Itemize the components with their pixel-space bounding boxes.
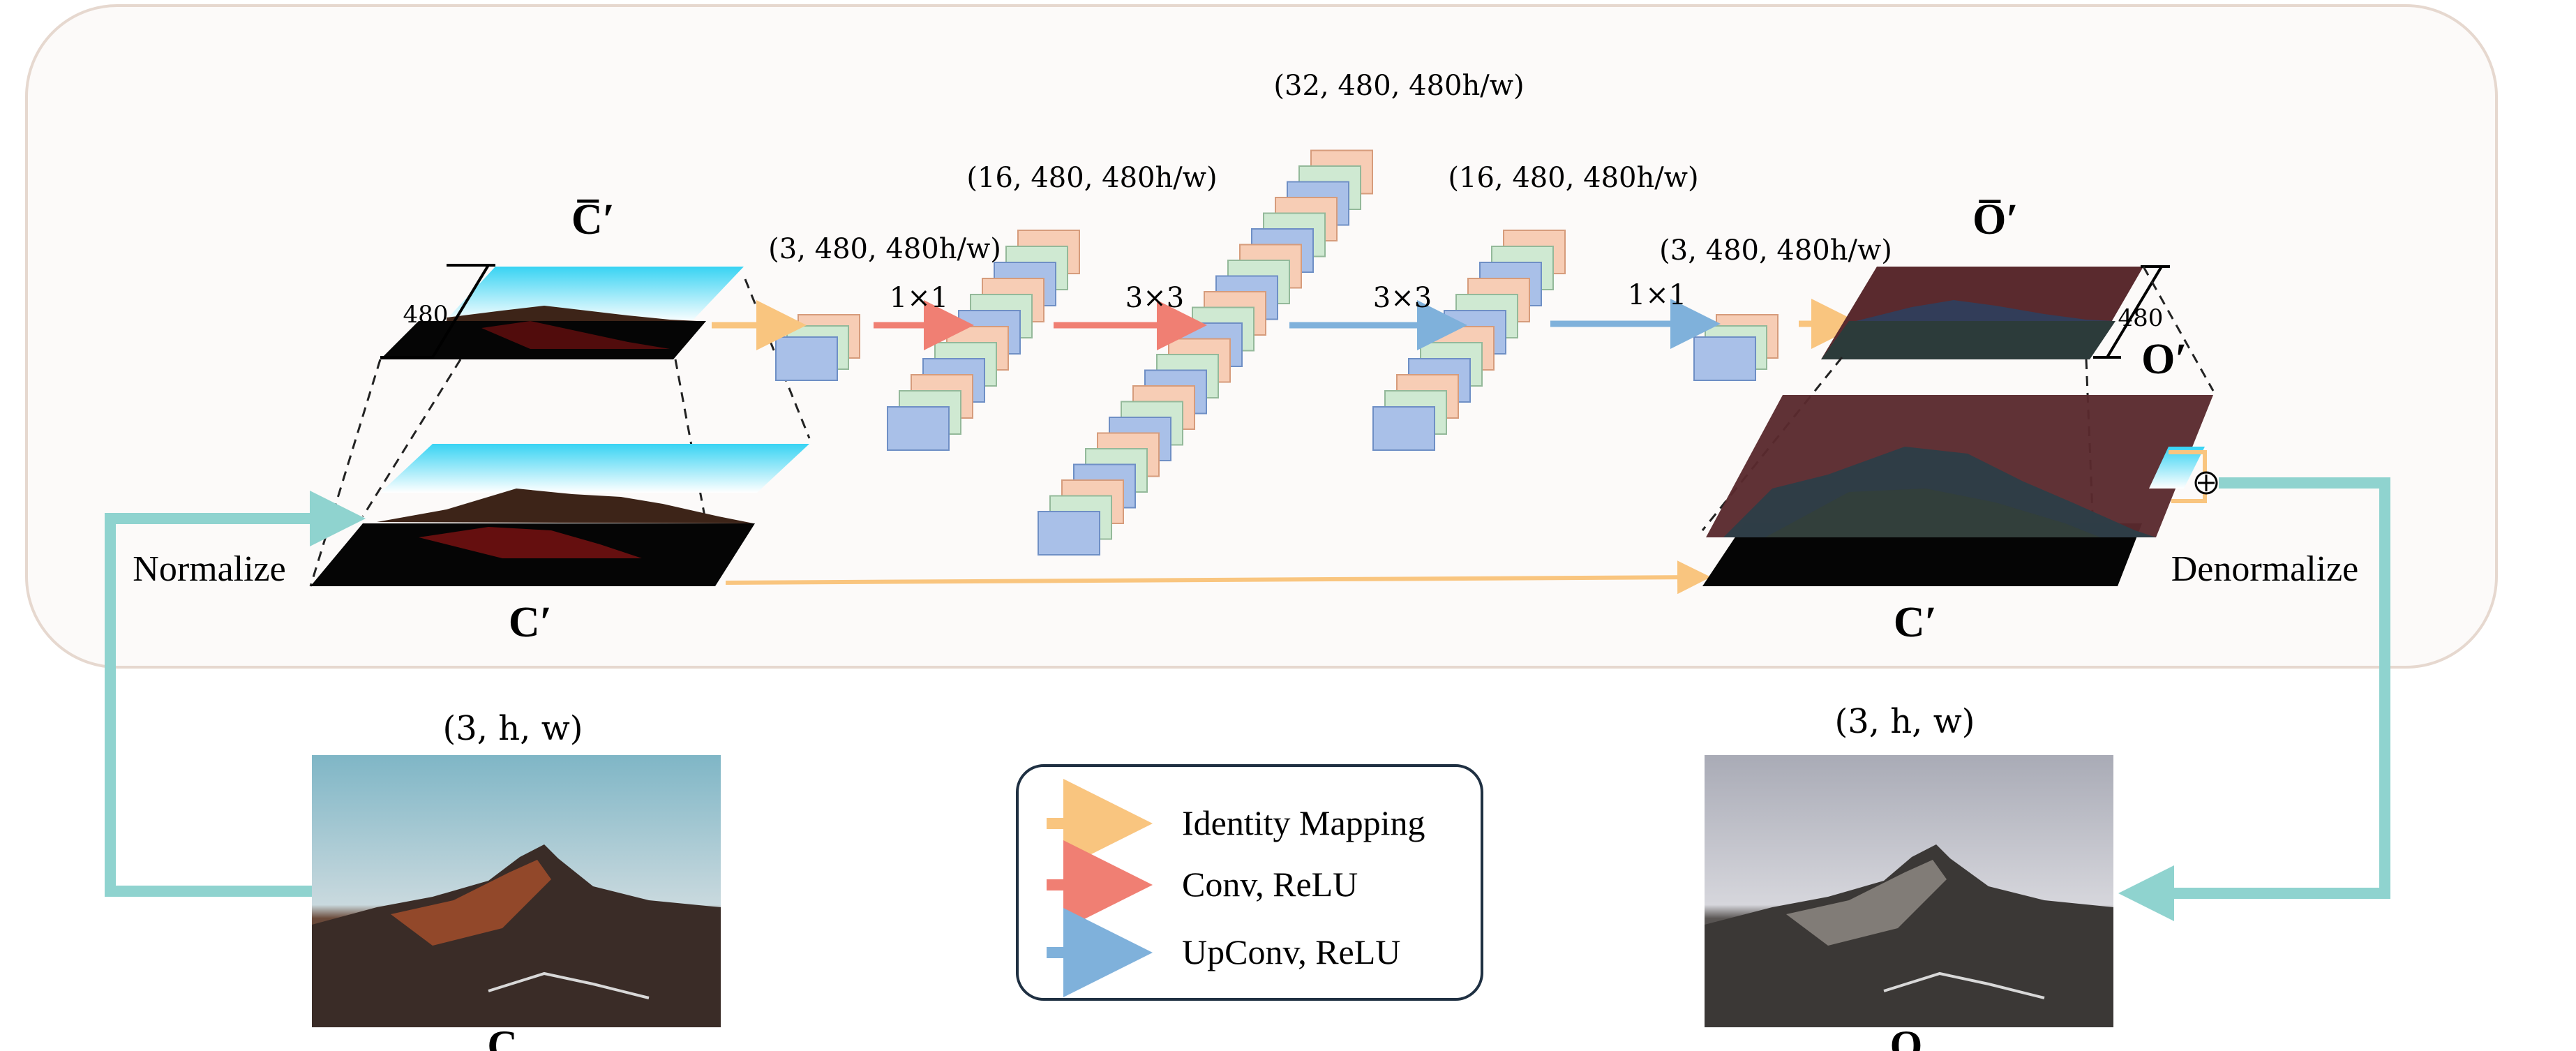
- dim-label-1: (3, 480, 480h/w): [768, 233, 1001, 265]
- denormalize-label: Denormalize: [2171, 549, 2359, 589]
- kernel-label-2: 3×3: [1125, 282, 1184, 314]
- o-label: O: [1890, 1022, 1923, 1051]
- kernel-label-4: 1×1: [1628, 279, 1686, 311]
- teal-flow-lines: [105, 477, 2390, 921]
- feature-map-card: [1372, 406, 1435, 451]
- output-photo: [1705, 755, 2113, 1027]
- size-label-right: 480: [2118, 304, 2164, 332]
- stage-arrows: [712, 299, 1862, 595]
- normalize-label: Normalize: [133, 549, 285, 589]
- feature-map-card: [1038, 511, 1100, 556]
- c-label: C: [487, 1022, 517, 1051]
- left-input-stack: C̅′ 480 Normalize C′: [133, 196, 811, 646]
- c-bar-prime-title: C̅′: [571, 196, 615, 244]
- c-prime-left-label: C′: [509, 599, 552, 646]
- size-label-left: 480: [403, 301, 449, 329]
- legend-label-upconv: UpConv, ReLU: [1182, 932, 1400, 971]
- legend-item-upconv: UpConv, ReLU: [1047, 908, 1400, 997]
- dim-label-5: (3, 480, 480h/w): [1659, 234, 1892, 267]
- stack-4: [1372, 230, 1566, 451]
- legend-label-identity: Identity Mapping: [1182, 803, 1425, 842]
- legend-label-conv: Conv, ReLU: [1182, 865, 1358, 904]
- input-photo: [312, 755, 721, 1027]
- identity-skip-arrow: [725, 560, 1711, 595]
- right-output-stack: O̅′ 480 O′ Denormalize C′: [1701, 196, 2359, 646]
- legend: Identity Mapping Conv, ReLU UpConv, ReLU: [1016, 764, 1483, 1001]
- normalize-flow: [105, 491, 366, 897]
- legend-item-conv: Conv, ReLU: [1047, 840, 1358, 930]
- c-prime-right-label: C′: [1894, 599, 1937, 646]
- dim-label-2: (16, 480, 480h/w): [966, 162, 1217, 194]
- c-prime-right-plane: [1702, 523, 2142, 586]
- dim-label-4: (16, 480, 480h/w): [1448, 162, 1698, 194]
- stack-2: [887, 230, 1080, 451]
- kernel-label-1: 1×1: [890, 282, 948, 314]
- denormalize-sky-sliver: [2149, 447, 2205, 489]
- o-bar-prime-thumbnail: [1821, 265, 2170, 359]
- feature-map-card: [1693, 336, 1756, 381]
- c-bar-prime-thumbnail: [380, 264, 744, 359]
- feature-map-card: [775, 336, 838, 381]
- feature-map-card: [887, 406, 950, 451]
- o-bar-prime-title: O̅′: [1972, 196, 2019, 244]
- denormalize-flow: [2118, 477, 2390, 921]
- dim-label-3: (32, 480, 480h/w): [1273, 70, 1524, 102]
- input-dim-label: (3, h, w): [442, 709, 583, 748]
- c-prime-full: [310, 444, 809, 586]
- legend-item-identity: Identity Mapping: [1047, 779, 1425, 868]
- o-prime-label: O′: [2141, 336, 2187, 383]
- output-dim-label: (3, h, w): [1834, 702, 1975, 741]
- kernel-label-3: 3×3: [1373, 282, 1432, 314]
